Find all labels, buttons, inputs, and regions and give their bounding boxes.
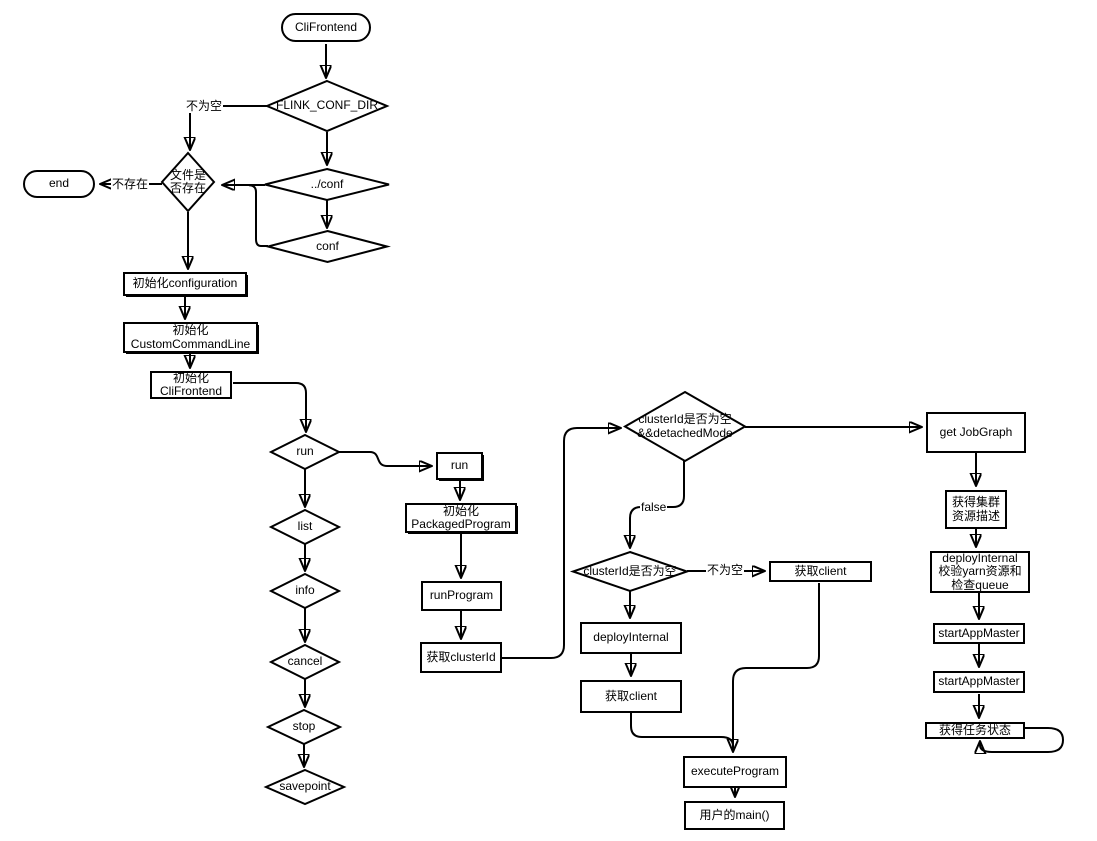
node-task-status: 获得任务状态 [925, 722, 1025, 739]
node-label: 初始化 CliFrontend [159, 370, 223, 398]
edge-rundiamond-to-runstep [339, 451, 431, 466]
edge-taskstatus-selfloop [980, 727, 1064, 752]
node-label: 初始化 CustomCommandLine [130, 323, 251, 351]
diamond-shape [162, 153, 214, 211]
node-info-branch: info [271, 574, 339, 608]
node-file-exists-decision: 文件是 否存在 [162, 153, 214, 211]
node-label: 获取client [794, 563, 847, 578]
edge-initclifrontend-to-run [233, 382, 306, 431]
diamond-shape [268, 710, 340, 744]
node-label: executeProgram [690, 764, 780, 779]
node-label: startAppMaster [938, 674, 1020, 689]
node-flink-conf-dir-decision: FLINK_CONF_DIR [267, 81, 387, 131]
edge-getclienttop-to-executeprogram [733, 583, 820, 751]
edge-getclusterid-to-bigdiamond [502, 428, 620, 659]
node-label: end [48, 176, 70, 191]
node-label: 获取clusterId [426, 649, 496, 664]
edge-label-not-empty-mid: 不为空 [706, 563, 745, 577]
node-label: conf [316, 238, 339, 253]
node-label: CliFrontend [294, 19, 358, 34]
node-label: deployInternal 校验yarn资源和 检查queue [938, 550, 1022, 592]
node-label: runProgram [429, 588, 494, 603]
node-parent-conf-decision: ../conf [265, 169, 389, 200]
node-get-client: 获取client [580, 680, 682, 713]
node-label: run [296, 444, 314, 459]
diamond-shape [266, 770, 344, 804]
node-cancel-branch: cancel [271, 645, 339, 679]
node-label: 初始化 PackagedProgram [411, 503, 511, 531]
node-user-main: 用户的main() [684, 801, 785, 830]
diamond-shape [265, 169, 389, 200]
node-executeprogram: executeProgram [683, 756, 787, 788]
edge-label-false: false [640, 500, 668, 514]
diamond-shape [268, 231, 387, 262]
node-get-clusterid: 获取clusterId [420, 642, 502, 673]
edge-label-not-exist: 不存在 [111, 177, 150, 191]
node-label: deployInternal [593, 630, 669, 645]
node-startappmaster-1: startAppMaster [933, 623, 1025, 644]
node-init-packagedprogram: 初始化 PackagedProgram [405, 503, 517, 533]
node-label: clusterId是否为空 [583, 563, 677, 578]
diamond-shape [573, 552, 687, 591]
node-label: startAppMaster [938, 625, 1020, 640]
edge-label-not-empty-top: 不为空 [185, 99, 224, 113]
edge-getclient-to-executeprogram-merge [630, 713, 734, 747]
node-cluster-resource: 获得集群 资源描述 [945, 490, 1007, 529]
node-init-clifrontend: 初始化 CliFrontend [150, 371, 232, 399]
node-run-branch: run [271, 435, 339, 469]
node-clusterid-empty-decision: clusterId是否为空 [573, 552, 687, 591]
node-label: 获取client [604, 688, 657, 703]
node-label: ../conf [310, 176, 344, 191]
node-label: stop [292, 719, 316, 734]
node-label: savepoint [279, 779, 331, 794]
node-end: end [23, 170, 95, 198]
node-label: FLINK_CONF_DIR [275, 98, 379, 113]
node-stop-branch: stop [268, 710, 340, 744]
node-get-jobgraph: get JobGraph [926, 412, 1026, 453]
diamond-shape [271, 435, 339, 469]
node-list-branch: list [271, 510, 339, 544]
node-label: 初始化configuration [132, 276, 238, 291]
node-init-customcommandline: 初始化 CustomCommandLine [123, 322, 258, 353]
node-startappmaster-2: startAppMaster [933, 671, 1025, 693]
node-label: 获得任务状态 [938, 722, 1011, 737]
node-savepoint-branch: savepoint [266, 770, 344, 804]
node-label: list [297, 519, 313, 534]
node-start-clifrontend: CliFrontend [281, 13, 371, 42]
node-label: 用户的main() [699, 807, 770, 822]
node-deployinternal-yarn: deployInternal 校验yarn资源和 检查queue [930, 551, 1030, 593]
node-run-step: run [436, 452, 483, 480]
node-get-client-top: 获取client [769, 561, 872, 582]
node-label: run [450, 458, 469, 473]
node-init-configuration: 初始化configuration [123, 272, 247, 296]
node-label: cancel [287, 654, 323, 669]
diamond-shape [271, 510, 339, 544]
diamond-shape [625, 392, 745, 461]
node-conf-decision: conf [268, 231, 387, 262]
node-deployinternal: deployInternal [580, 622, 682, 654]
node-label: 文件是 否存在 [169, 167, 206, 195]
node-label: clusterId是否为空 &&detachedMode [637, 412, 733, 440]
diamond-shape [271, 645, 339, 679]
diamond-shape [271, 574, 339, 608]
edge-conf-to-fileexists-merge [248, 184, 268, 247]
node-label: 获得集群 资源描述 [951, 495, 1000, 523]
node-runprogram: runProgram [421, 581, 502, 611]
node-label: info [295, 583, 315, 598]
diamond-shape [267, 81, 387, 131]
node-label: get JobGraph [939, 424, 1013, 439]
node-clusterid-empty-detachedmode-decision: clusterId是否为空 &&detachedMode [625, 392, 745, 461]
